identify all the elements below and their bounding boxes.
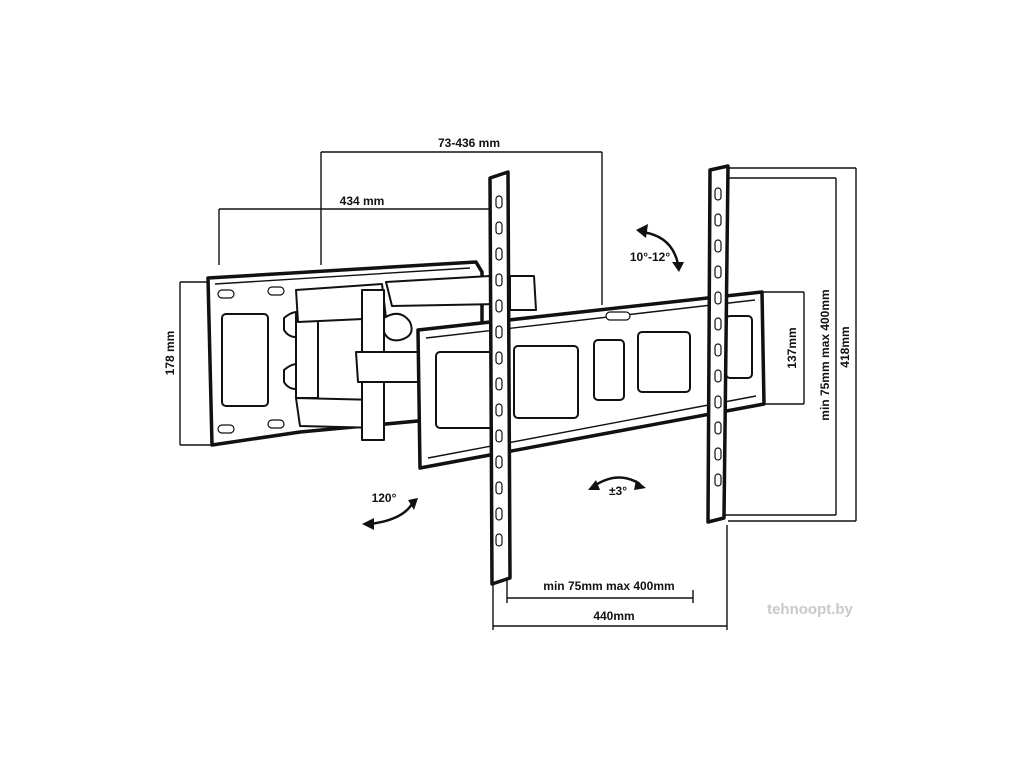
tv-rails (488, 164, 730, 586)
arm-length-label: 434 mm (340, 194, 385, 208)
right-rail-holes (714, 187, 722, 487)
wall-plate-slot (267, 419, 285, 429)
wall-plate-slot (217, 424, 235, 434)
bracket-window (513, 345, 579, 419)
arm-head (509, 275, 537, 311)
level-arrow (588, 476, 646, 490)
bracket-window (725, 315, 753, 379)
horizontal-total-label: 440mm (593, 609, 634, 623)
articulating-arms (295, 275, 537, 441)
elbow-loop (383, 312, 413, 342)
left-rail-holes (495, 195, 503, 547)
bracket-window (593, 339, 625, 401)
bracket-slot (605, 311, 631, 321)
bracket-height-label: 137mm (785, 327, 799, 368)
watermark: tehnoopt.by (767, 601, 853, 618)
bracket-inner-edge (425, 299, 756, 339)
rotation-arrows (362, 224, 684, 530)
tilt-arrow (636, 224, 684, 272)
wall-plate-slot (267, 286, 285, 296)
dimension-lines (179, 151, 857, 630)
tilt-label: 10°-12° (630, 250, 670, 264)
horizontal-vesa-label: min 75mm max 400mm (543, 579, 674, 593)
wall-plate-slot (217, 289, 235, 299)
vertical-total-label: 418mm (838, 326, 852, 367)
bracket-inner-edge (427, 395, 757, 459)
wall-height-label: 178 mm (163, 331, 177, 376)
wall-plate (206, 260, 484, 447)
swivel-label: 120° (372, 491, 397, 505)
wall-plate-edge (214, 267, 471, 285)
wall-plate-cutout (221, 313, 269, 407)
hinge-column (295, 311, 319, 399)
vertical-vesa-label: min 75mm max 400mm (818, 289, 832, 420)
bracket-window (637, 331, 691, 393)
arm-extension-label: 73-436 mm (438, 136, 500, 150)
swivel-arrow (362, 498, 418, 530)
top-arm (385, 275, 501, 307)
level-adjust-label: ±3° (609, 484, 627, 498)
